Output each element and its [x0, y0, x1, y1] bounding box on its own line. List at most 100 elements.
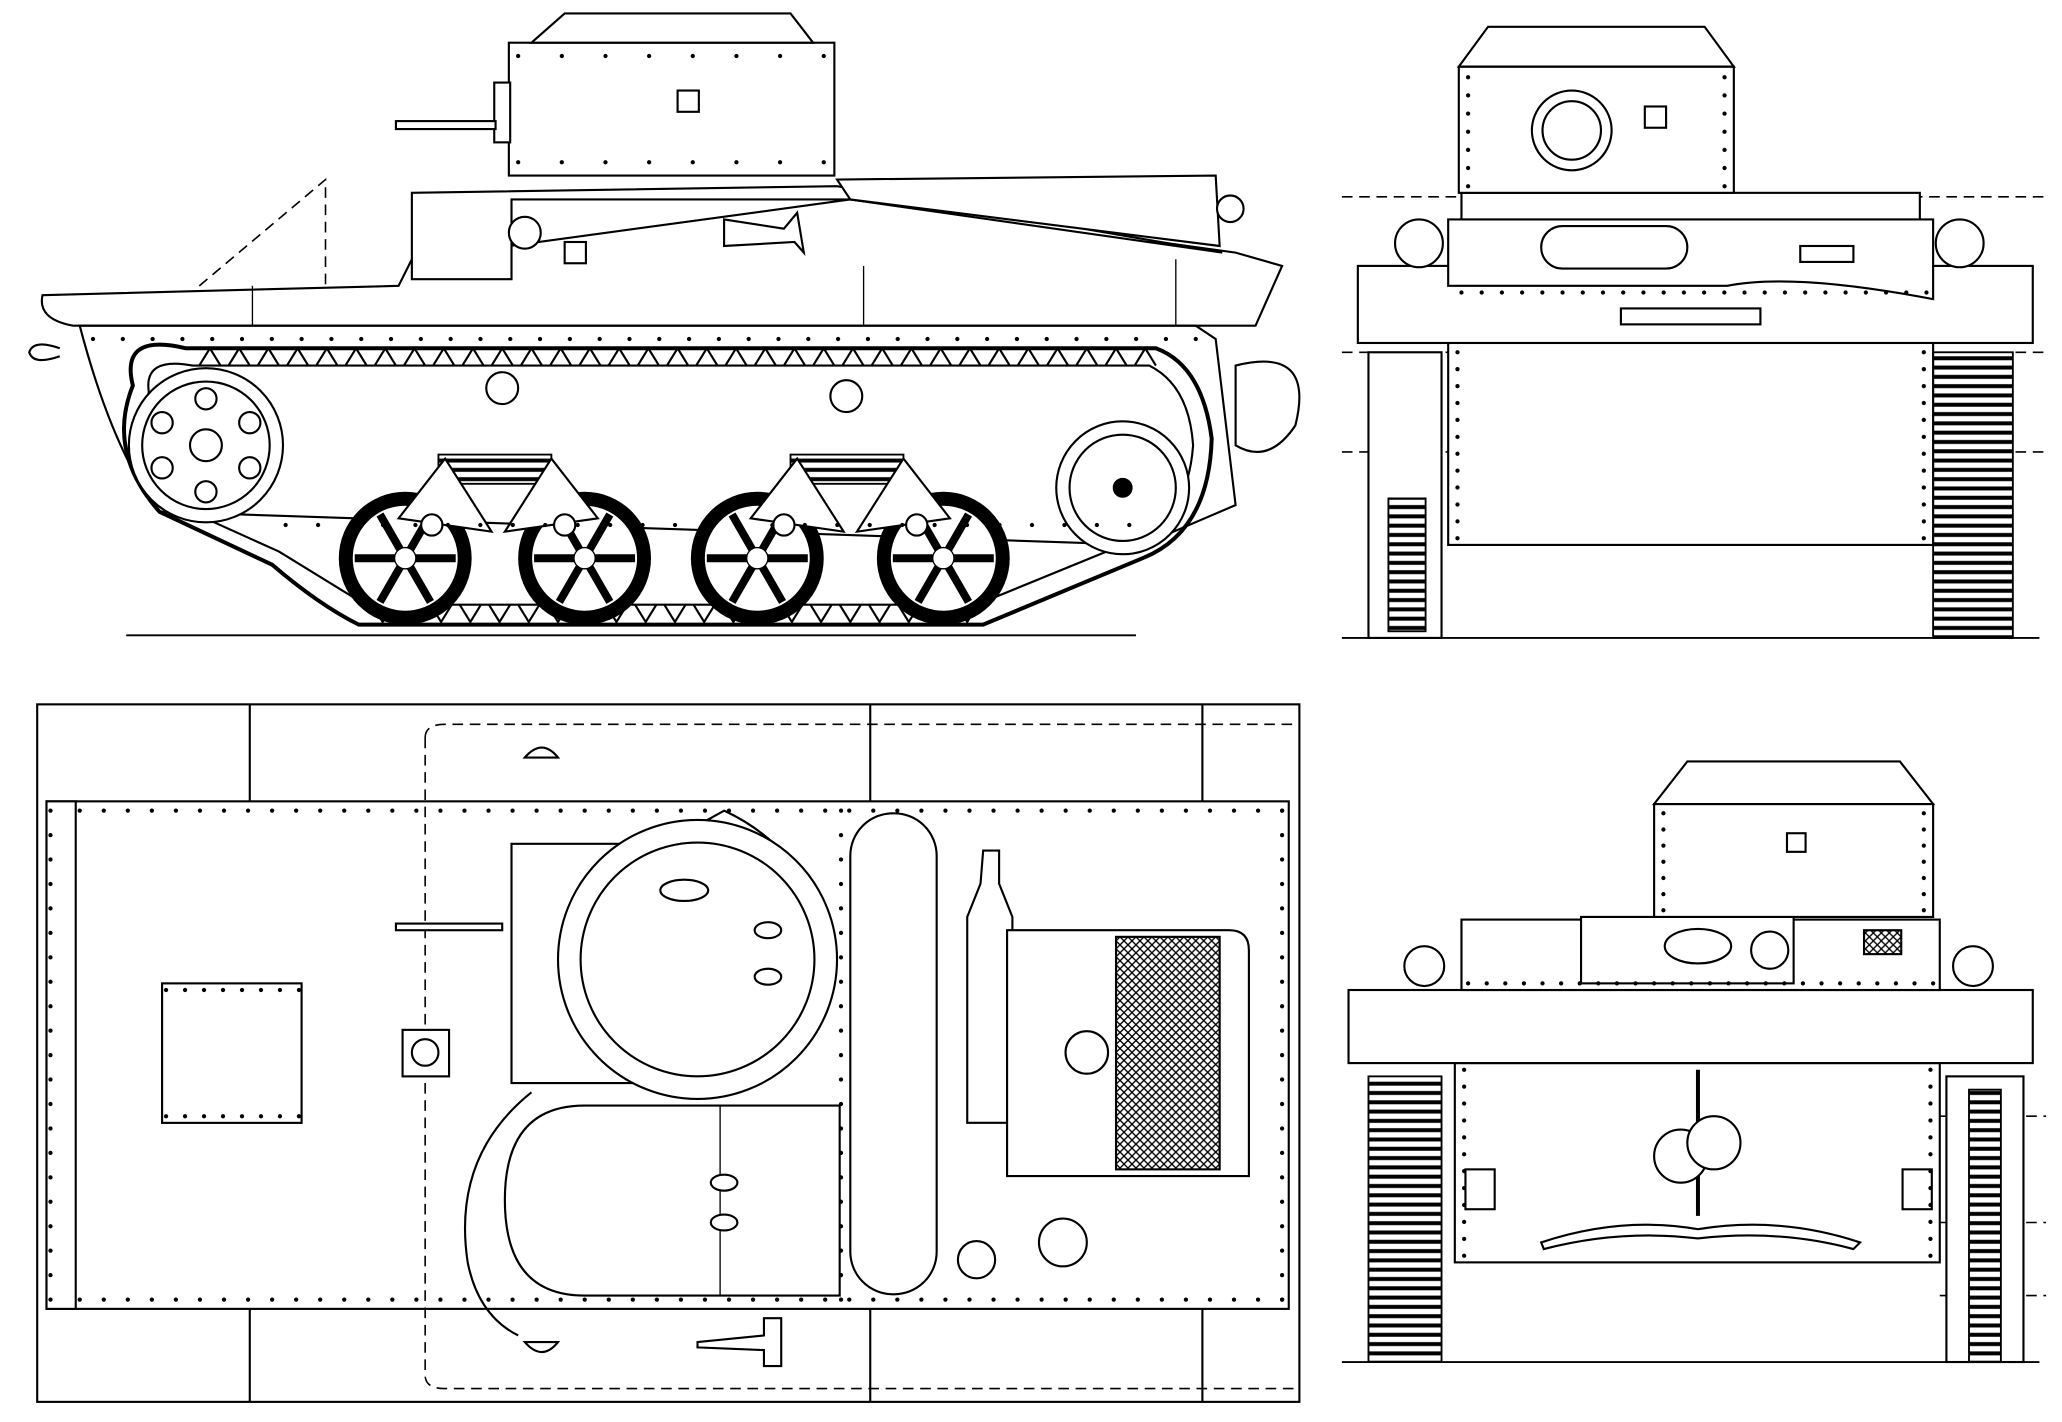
- rivet: [1800, 981, 1806, 986]
- rivet: [1462, 1202, 1467, 1208]
- filler-cap: [1037, 1217, 1088, 1268]
- rivet: [258, 987, 264, 993]
- rivet: [1455, 434, 1460, 439]
- rivet: [1722, 111, 1727, 116]
- rivet: [1279, 832, 1285, 838]
- rivet: [48, 930, 53, 936]
- rivet: [895, 336, 900, 342]
- rivet: [239, 1114, 245, 1119]
- track-tooth: [373, 346, 397, 367]
- rivet: [1462, 1253, 1467, 1258]
- rivet: [838, 1004, 844, 1009]
- hull-rivets: [1462, 811, 1936, 1258]
- propeller: [1686, 1115, 1742, 1171]
- rivet: [1875, 981, 1880, 986]
- track-dashed-outline: [424, 723, 1296, 1390]
- rivet: [1279, 1224, 1285, 1229]
- track-tooth: [1046, 346, 1070, 367]
- rivet: [1255, 1297, 1261, 1302]
- rivet: [210, 336, 215, 342]
- rivet: [838, 1248, 844, 1253]
- rivet: [48, 1077, 53, 1082]
- hatch-latch: [709, 1213, 739, 1232]
- rivet: [1134, 336, 1139, 342]
- rivet: [277, 1114, 283, 1119]
- rivet: [943, 808, 948, 813]
- tow-bracket: [1901, 1168, 1933, 1211]
- rivet: [627, 336, 632, 342]
- propeller-hub: [1663, 927, 1733, 965]
- rivet: [48, 832, 53, 838]
- rivet: [734, 53, 739, 59]
- rivet: [1921, 383, 1926, 389]
- rivet: [380, 522, 386, 528]
- rivet: [838, 955, 844, 960]
- rivet: [777, 53, 783, 59]
- rivet: [1127, 522, 1132, 528]
- rivet: [510, 808, 515, 813]
- road-wheel-hub: [573, 546, 596, 570]
- rivet: [1455, 417, 1460, 423]
- rivet: [1921, 485, 1926, 490]
- hull-vision-port: [563, 240, 587, 265]
- rivet: [919, 808, 924, 813]
- track-tooth: [578, 346, 602, 367]
- rivet: [799, 1297, 804, 1302]
- track-tooth: [868, 604, 892, 625]
- rivet: [163, 987, 169, 993]
- rivet: [799, 808, 804, 813]
- rivet: [716, 336, 722, 342]
- rivet: [774, 1297, 780, 1302]
- rivet: [1465, 147, 1471, 153]
- rivet: [1928, 1135, 1933, 1140]
- rivet: [348, 522, 353, 528]
- hull-rivets: [90, 53, 1198, 528]
- rivet: [359, 336, 364, 342]
- rivet: [1837, 981, 1843, 986]
- rivet: [1231, 1297, 1237, 1302]
- turret-ring: [556, 818, 839, 1101]
- rivet: [559, 160, 564, 165]
- turret-roof-front: [1456, 25, 1736, 68]
- rivet: [1484, 981, 1489, 986]
- rivet: [269, 336, 274, 342]
- rivet: [964, 522, 970, 528]
- rivet: [1722, 75, 1727, 80]
- rivet: [221, 808, 227, 813]
- track-tooth: [549, 346, 573, 367]
- turret-side: [507, 41, 836, 177]
- rivet: [197, 1297, 203, 1302]
- rivet: [1823, 290, 1828, 295]
- rivet: [1928, 1067, 1933, 1072]
- access-panel: [161, 982, 303, 1124]
- rivet: [871, 808, 876, 813]
- rivet: [1928, 1185, 1933, 1191]
- engine-deck: [835, 174, 1221, 248]
- track-tooth: [458, 604, 482, 625]
- rivet: [558, 1297, 563, 1302]
- rivet: [1596, 981, 1601, 986]
- hull-rivets: [1455, 75, 1929, 541]
- rivet: [329, 336, 334, 342]
- rivet: [1600, 290, 1606, 295]
- rivet: [1207, 808, 1213, 813]
- left-track-rear: [1367, 1075, 1443, 1363]
- rivet: [1928, 1101, 1933, 1106]
- rivet: [1183, 1297, 1189, 1302]
- rivet: [1462, 1219, 1467, 1225]
- rivet: [865, 336, 871, 342]
- rivet: [838, 881, 844, 887]
- rivet: [997, 522, 1002, 528]
- rivet: [1883, 290, 1889, 295]
- rivet: [750, 808, 756, 813]
- rivet: [125, 1297, 130, 1302]
- rivet: [672, 522, 678, 528]
- track-tooth: [519, 346, 543, 367]
- rivet: [1279, 1004, 1285, 1009]
- headlight-top: [522, 1341, 561, 1354]
- rivet: [567, 336, 572, 342]
- rivet: [201, 987, 207, 993]
- rivet: [1726, 981, 1731, 986]
- hatch-latch: [709, 1173, 739, 1192]
- rivet: [838, 1028, 844, 1033]
